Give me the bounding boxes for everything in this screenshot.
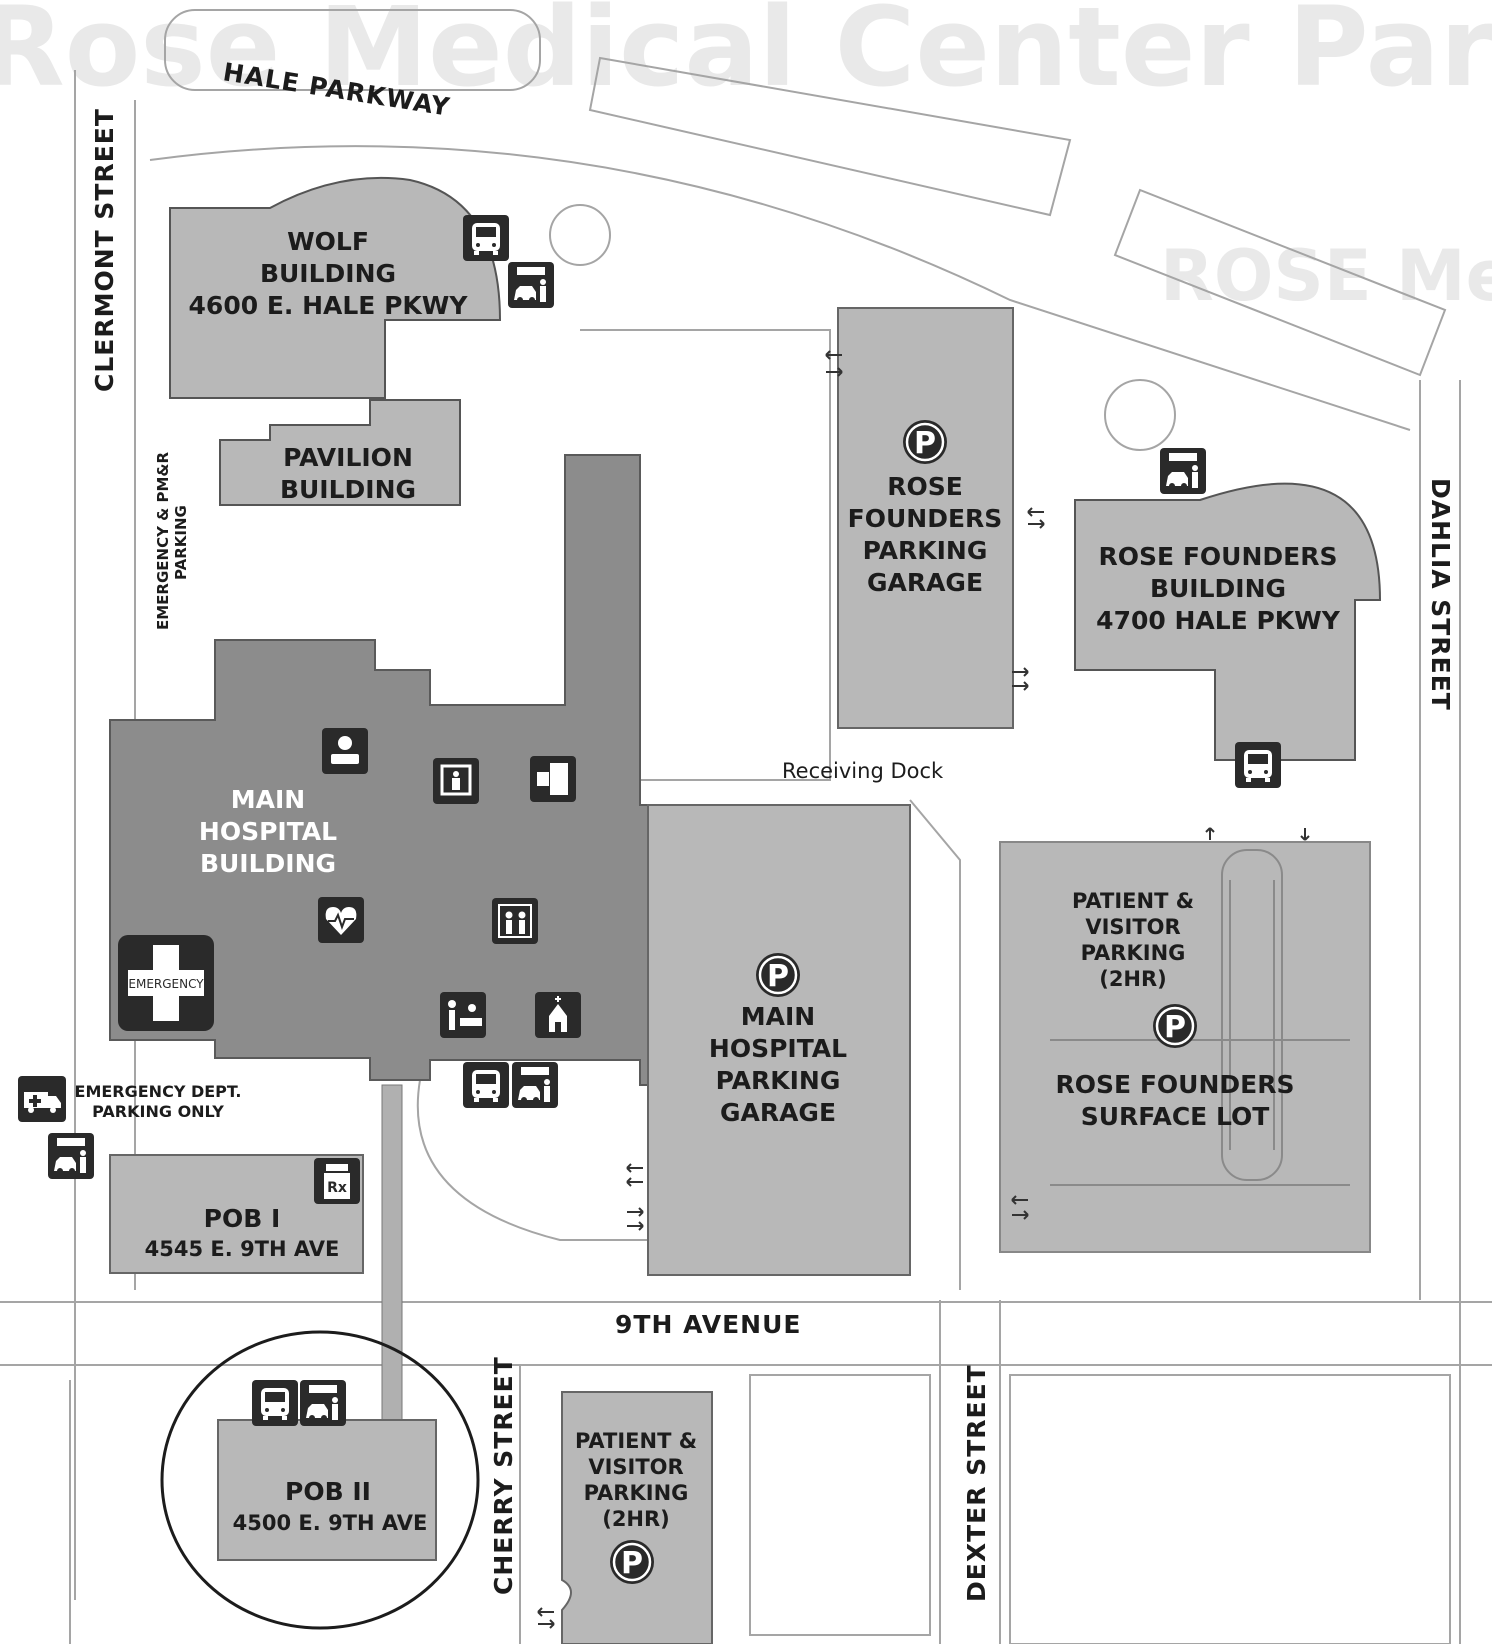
valet-icon-emergency xyxy=(48,1133,94,1179)
background-title: Rose Medical Center Parking xyxy=(0,0,1492,111)
main-hospital-name-3: BUILDING xyxy=(200,849,336,878)
rose-founders-parking-garage[interactable] xyxy=(837,307,1014,729)
rose-garage-parking-icon: P xyxy=(901,418,949,466)
surface-lot-aisle xyxy=(1050,849,1350,1186)
wolf-address: 4600 E. HALE PKWY xyxy=(189,291,469,320)
pob1-address: 4545 E. 9TH AVE xyxy=(145,1237,340,1261)
rose-garage-name-4: GARAGE xyxy=(867,568,983,597)
wolf-name-1: WOLF xyxy=(287,227,369,256)
pv-east-line-4: (2HR) xyxy=(1099,967,1167,991)
rose-garage-name-2: FOUNDERS xyxy=(848,504,1003,533)
main-hospital-name-2: HOSPITAL xyxy=(199,817,337,846)
dexter-street-label: DEXTER STREET xyxy=(962,1364,991,1602)
rose-garage-name-3: PARKING xyxy=(863,536,988,565)
elevator-icon xyxy=(492,898,538,944)
pv-south-line-1: PATIENT & xyxy=(575,1429,697,1453)
pob-2-building[interactable] xyxy=(217,1419,437,1561)
rx-glyph: Rx xyxy=(327,1180,347,1196)
main-hospital-name-1: MAIN xyxy=(231,785,305,814)
receiving-dock-label: Receiving Dock xyxy=(782,759,944,783)
pavilion-building[interactable] xyxy=(219,399,461,506)
emergency-pmr-label: EMERGENCY & PM&R xyxy=(154,452,172,630)
main-garage-name-2: HOSPITAL xyxy=(709,1034,847,1063)
heart-icon xyxy=(318,897,364,943)
main-hospital-parking-garage[interactable] xyxy=(647,804,911,1276)
pv-east-line-1: PATIENT & xyxy=(1072,889,1194,913)
valet-icon-rose-building xyxy=(1160,448,1206,494)
surface-lot-name-2: SURFACE LOT xyxy=(1081,1102,1270,1131)
valet-icon-wolf xyxy=(508,262,554,308)
south-patient-visitor-lot[interactable] xyxy=(561,1391,713,1644)
pv-south-line-4: (2HR) xyxy=(602,1507,670,1531)
pv-east-line-3: PARKING xyxy=(1081,941,1186,965)
rose-garage-name-1: ROSE xyxy=(887,472,963,501)
street-outlines xyxy=(0,9,1492,1644)
xray-icon xyxy=(433,758,479,804)
wolf-name-2: BUILDING xyxy=(260,259,396,288)
pob-2-highlight-circle xyxy=(160,1330,480,1630)
pavilion-name-1: PAVILION xyxy=(283,443,413,472)
pob2-name: POB II xyxy=(285,1477,371,1506)
ambulance-icon xyxy=(18,1076,66,1122)
pavilion-name-2: BUILDING xyxy=(280,475,416,504)
wolf-building[interactable] xyxy=(169,176,502,399)
surface-lot-name-1: ROSE FOUNDERS xyxy=(1056,1070,1295,1099)
south-lot-p: P xyxy=(621,1546,643,1581)
main-garage-p: P xyxy=(767,959,789,994)
south-lot-parking-icon: P xyxy=(608,1538,656,1586)
traffic-arrows xyxy=(537,350,1310,1629)
bus-icon-main-hospital xyxy=(463,1062,509,1108)
emergency-sign-text: EMERGENCY xyxy=(128,977,204,991)
walkway xyxy=(381,1084,403,1426)
pv-south-line-2: VISITOR xyxy=(588,1455,683,1479)
ninth-avenue-label: 9TH AVENUE xyxy=(615,1310,801,1339)
records-icon xyxy=(530,756,576,802)
bus-icon-pob2 xyxy=(252,1380,298,1426)
bus-icon-rose-building xyxy=(1235,742,1281,788)
bus-icon-wolf xyxy=(463,215,509,261)
pv-east-line-2: VISITOR xyxy=(1085,915,1180,939)
chapel-icon xyxy=(535,992,581,1038)
main-garage-name-3: PARKING xyxy=(716,1066,841,1095)
rose-founders-surface-lot[interactable] xyxy=(999,841,1371,1253)
rose-building-name-1: ROSE FOUNDERS xyxy=(1099,542,1338,571)
pob1-name: POB I xyxy=(204,1204,281,1233)
rose-building-name-2: BUILDING xyxy=(1150,574,1286,603)
rose-founders-building[interactable] xyxy=(1074,482,1382,761)
background-logo: ROSE Medical xyxy=(1160,235,1492,317)
emergency-pmr-parking-label: PARKING xyxy=(172,505,190,580)
nurse-icon xyxy=(322,728,368,774)
rose-building-address: 4700 HALE PKWY xyxy=(1096,606,1341,635)
wolf-building-label: WOLF BUILDING 4600 E. HALE PKWY xyxy=(189,227,469,320)
main-garage-parking-icon: P xyxy=(754,951,802,999)
emergency-dept-label-1: EMERGENCY DEPT. xyxy=(75,1082,242,1101)
cherry-street-label: CHERRY STREET xyxy=(489,1356,518,1595)
emergency-cross-icon: EMERGENCY xyxy=(118,935,214,1031)
reception-icon xyxy=(440,992,486,1038)
pob2-address: 4500 E. 9TH AVE xyxy=(233,1511,428,1535)
clermont-street-label: CLERMONT STREET xyxy=(90,108,119,392)
surface-lot-p: P xyxy=(1164,1010,1186,1045)
pv-south-line-3: PARKING xyxy=(584,1481,689,1505)
surface-lot-parking-icon: P xyxy=(1151,1002,1199,1050)
valet-icon-main-hospital xyxy=(512,1062,558,1108)
main-garage-name-1: MAIN xyxy=(741,1002,815,1031)
rose-garage-p: P xyxy=(914,426,936,461)
valet-icon-pob2 xyxy=(300,1380,346,1426)
emergency-dept-label-2: PARKING ONLY xyxy=(92,1102,224,1121)
pharmacy-icon: Rx xyxy=(314,1158,360,1204)
dahlia-street-label: DAHLIA STREET xyxy=(1426,478,1455,711)
main-garage-name-4: GARAGE xyxy=(720,1098,836,1127)
